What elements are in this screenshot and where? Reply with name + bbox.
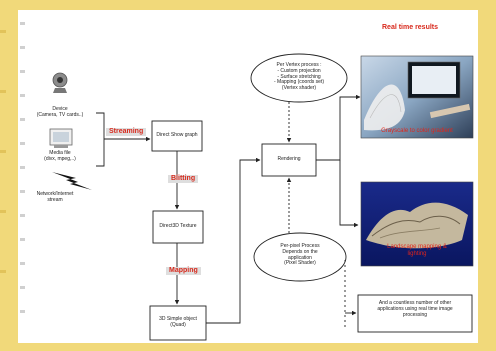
directshow-box (151, 120, 203, 152)
apps-box (357, 294, 473, 333)
object-box-label: 3D Simple object (Quad) (159, 316, 197, 328)
source-connector (96, 112, 151, 167)
per-pixel-ellipse (253, 232, 347, 282)
per-vertex-ellipse (250, 53, 348, 103)
object-box (149, 305, 207, 341)
rendering-box-label: Rendering (277, 156, 301, 162)
media-file-label: Media file (divx, mpeg,..) (44, 150, 76, 162)
per-pixel-label: Per-pixel Process Depends on the applica… (280, 243, 320, 267)
directshow-box-label: Direct Show graph (156, 132, 198, 138)
network-stream-label: Network/Internet stream (36, 191, 74, 203)
landscape-result-image (360, 181, 474, 267)
grayscale-result-image (360, 55, 474, 139)
binding-holes (20, 22, 25, 313)
corner-hole (454, 21, 476, 43)
media-file-icon (49, 128, 73, 148)
streaming-label: Streaming (106, 128, 147, 137)
binding-tabs (0, 30, 6, 273)
blitting-label: Blitting (168, 175, 199, 184)
real-time-results-title: Real time results (382, 24, 439, 31)
lightning-bolt-icon (52, 172, 92, 190)
mapping-label: Mapping (166, 267, 201, 276)
apps-box-label: And a countless number of other applicat… (377, 300, 453, 318)
webcam-icon (52, 72, 68, 93)
device-label: Device (Camera, TV cards..) (36, 106, 84, 118)
landscape-result-caption: Landscape mapping & lighting (387, 244, 447, 257)
rendering-box (261, 143, 317, 177)
grayscale-result-caption: Grayscale to color gradient (381, 128, 453, 134)
texture-box (152, 210, 204, 244)
per-vertex-label: Per Vertex process : - Custom projection… (273, 62, 325, 91)
texture-box-label: Direct3D Texture (159, 223, 197, 229)
